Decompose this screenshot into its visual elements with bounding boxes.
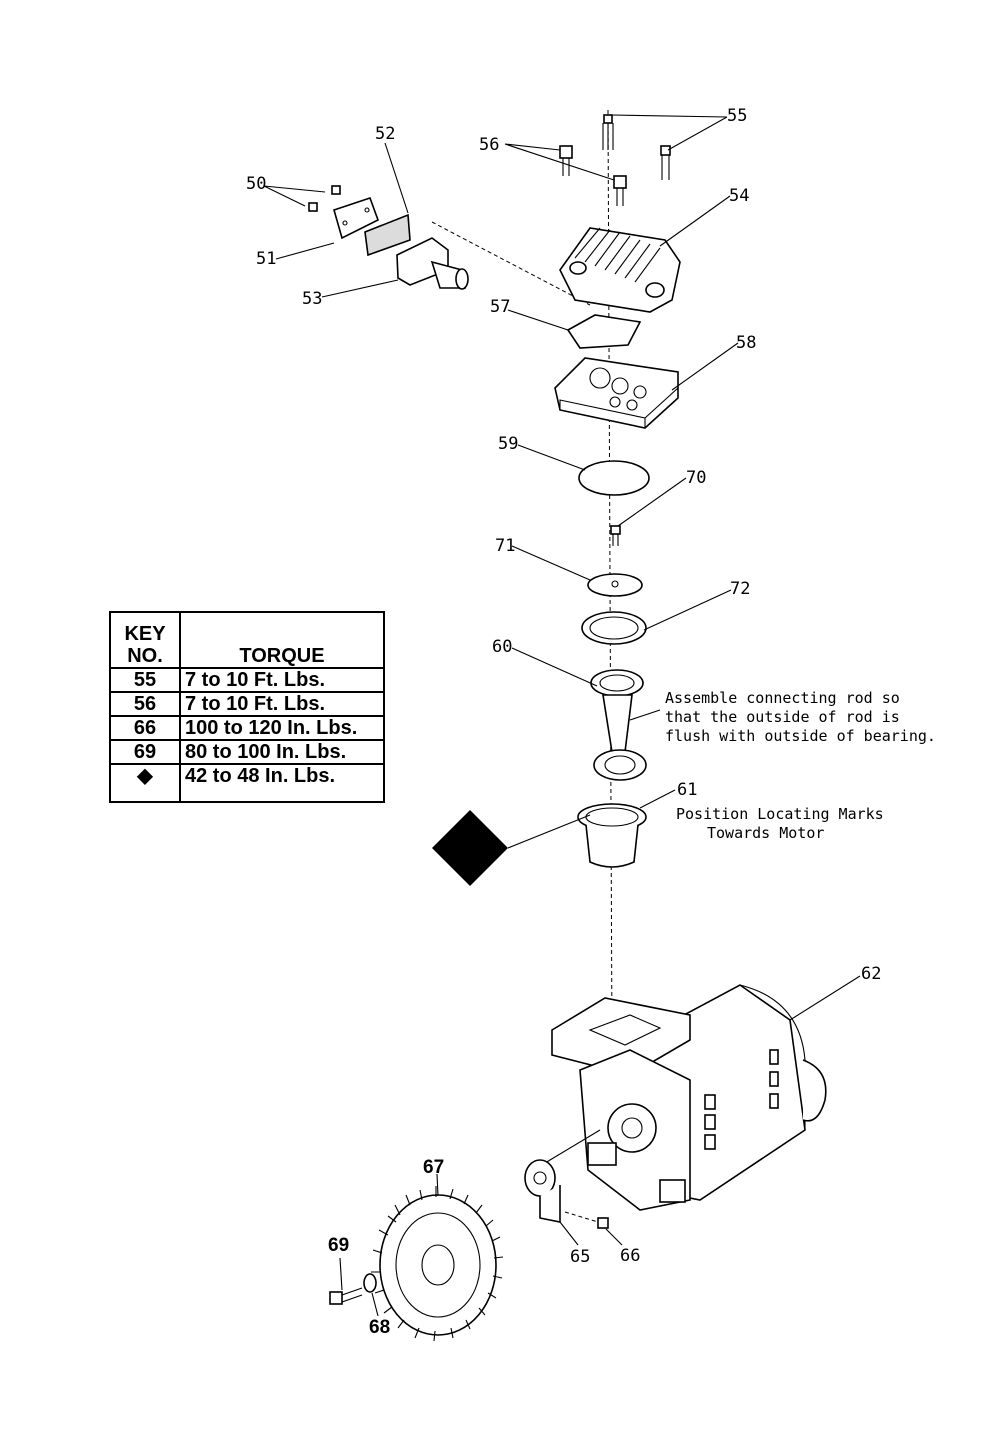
part-68-washer [363, 1273, 377, 1293]
part-52-filter [364, 213, 411, 257]
table-row: ◆42 to 48 In. Lbs. [109, 763, 385, 803]
label-52: 52 [375, 124, 395, 144]
torque-cell: 100 to 120 In. Lbs. [179, 715, 385, 741]
label-71: 71 [495, 536, 515, 556]
key-cell-diamond: ◆ [109, 763, 181, 803]
part-50-screws [308, 185, 341, 212]
part-53-valve-housing [396, 237, 469, 290]
torque-cell: 7 to 10 Ft. Lbs. [179, 691, 385, 717]
label-51: 51 [256, 249, 276, 269]
part-number-labels: 50 51 52 53 54 55 56 57 58 59 60 61 62 6… [246, 106, 881, 1338]
header-key: KEY [124, 623, 166, 645]
part-70-screw [610, 525, 621, 546]
torque-diamond-marker [432, 810, 508, 886]
part-54-cylinder-head [559, 227, 681, 313]
label-65: 65 [570, 1247, 590, 1267]
part-67-fan [371, 1186, 504, 1342]
note-line-5: Towards Motor [707, 824, 824, 842]
torque-cell: 80 to 100 In. Lbs. [179, 739, 385, 765]
note-line-1: Assemble connecting rod so [665, 689, 900, 707]
key-cell: 69 [109, 739, 181, 765]
label-68: 68 [369, 1317, 390, 1338]
valve-axis [431, 221, 591, 306]
part-58-valve-plate [554, 357, 679, 429]
part-59-o-ring [578, 460, 650, 496]
label-72: 72 [730, 579, 750, 599]
label-66: 66 [620, 1246, 640, 1266]
part-57-gasket [566, 314, 642, 349]
note-line-3: flush with outside of bearing. [665, 727, 936, 745]
part-55-bolts [602, 114, 671, 180]
note-line-4: Position Locating Marks [676, 805, 884, 823]
header-torque: TORQUE [179, 611, 385, 669]
header-no: NO. [127, 645, 163, 667]
part-61-cylinder-sleeve [577, 803, 647, 868]
part-56-bolts [559, 145, 627, 206]
label-60: 60 [492, 637, 512, 657]
label-54: 54 [729, 186, 749, 206]
part-72-ring [581, 611, 647, 645]
leader-lines [263, 114, 861, 1317]
part-69-bolt [329, 1287, 363, 1305]
connecting-rod-note: Assemble connecting rod so that the outs… [665, 689, 936, 745]
part-65-eccentric [524, 1159, 561, 1223]
label-62: 62 [861, 964, 881, 984]
label-55: 55 [727, 106, 747, 126]
label-50: 50 [246, 174, 266, 194]
label-59: 59 [498, 434, 518, 454]
label-57: 57 [490, 297, 510, 317]
part-71-disc [587, 573, 643, 597]
torque-cell: 7 to 10 Ft. Lbs. [179, 667, 385, 693]
part-66-screw [597, 1217, 609, 1229]
label-58: 58 [736, 333, 756, 353]
part-51-plate [333, 196, 379, 240]
key-cell: 66 [109, 715, 181, 741]
part-66-axis [564, 1211, 599, 1223]
locating-marks-note: Position Locating Marks Towards Motor [676, 805, 884, 842]
label-67: 67 [423, 1157, 444, 1178]
label-70: 70 [686, 468, 706, 488]
note-line-2: that the outside of rod is [665, 708, 900, 726]
diamond-leader [507, 814, 591, 849]
label-61: 61 [677, 780, 697, 800]
label-53: 53 [302, 289, 322, 309]
part-60-connecting-rod [590, 669, 647, 781]
key-cell: 56 [109, 691, 181, 717]
key-cell: 55 [109, 667, 181, 693]
part-62-motor [551, 984, 827, 1211]
label-56: 56 [479, 135, 499, 155]
label-69: 69 [328, 1235, 349, 1256]
torque-cell: 42 to 48 In. Lbs. [179, 763, 385, 803]
